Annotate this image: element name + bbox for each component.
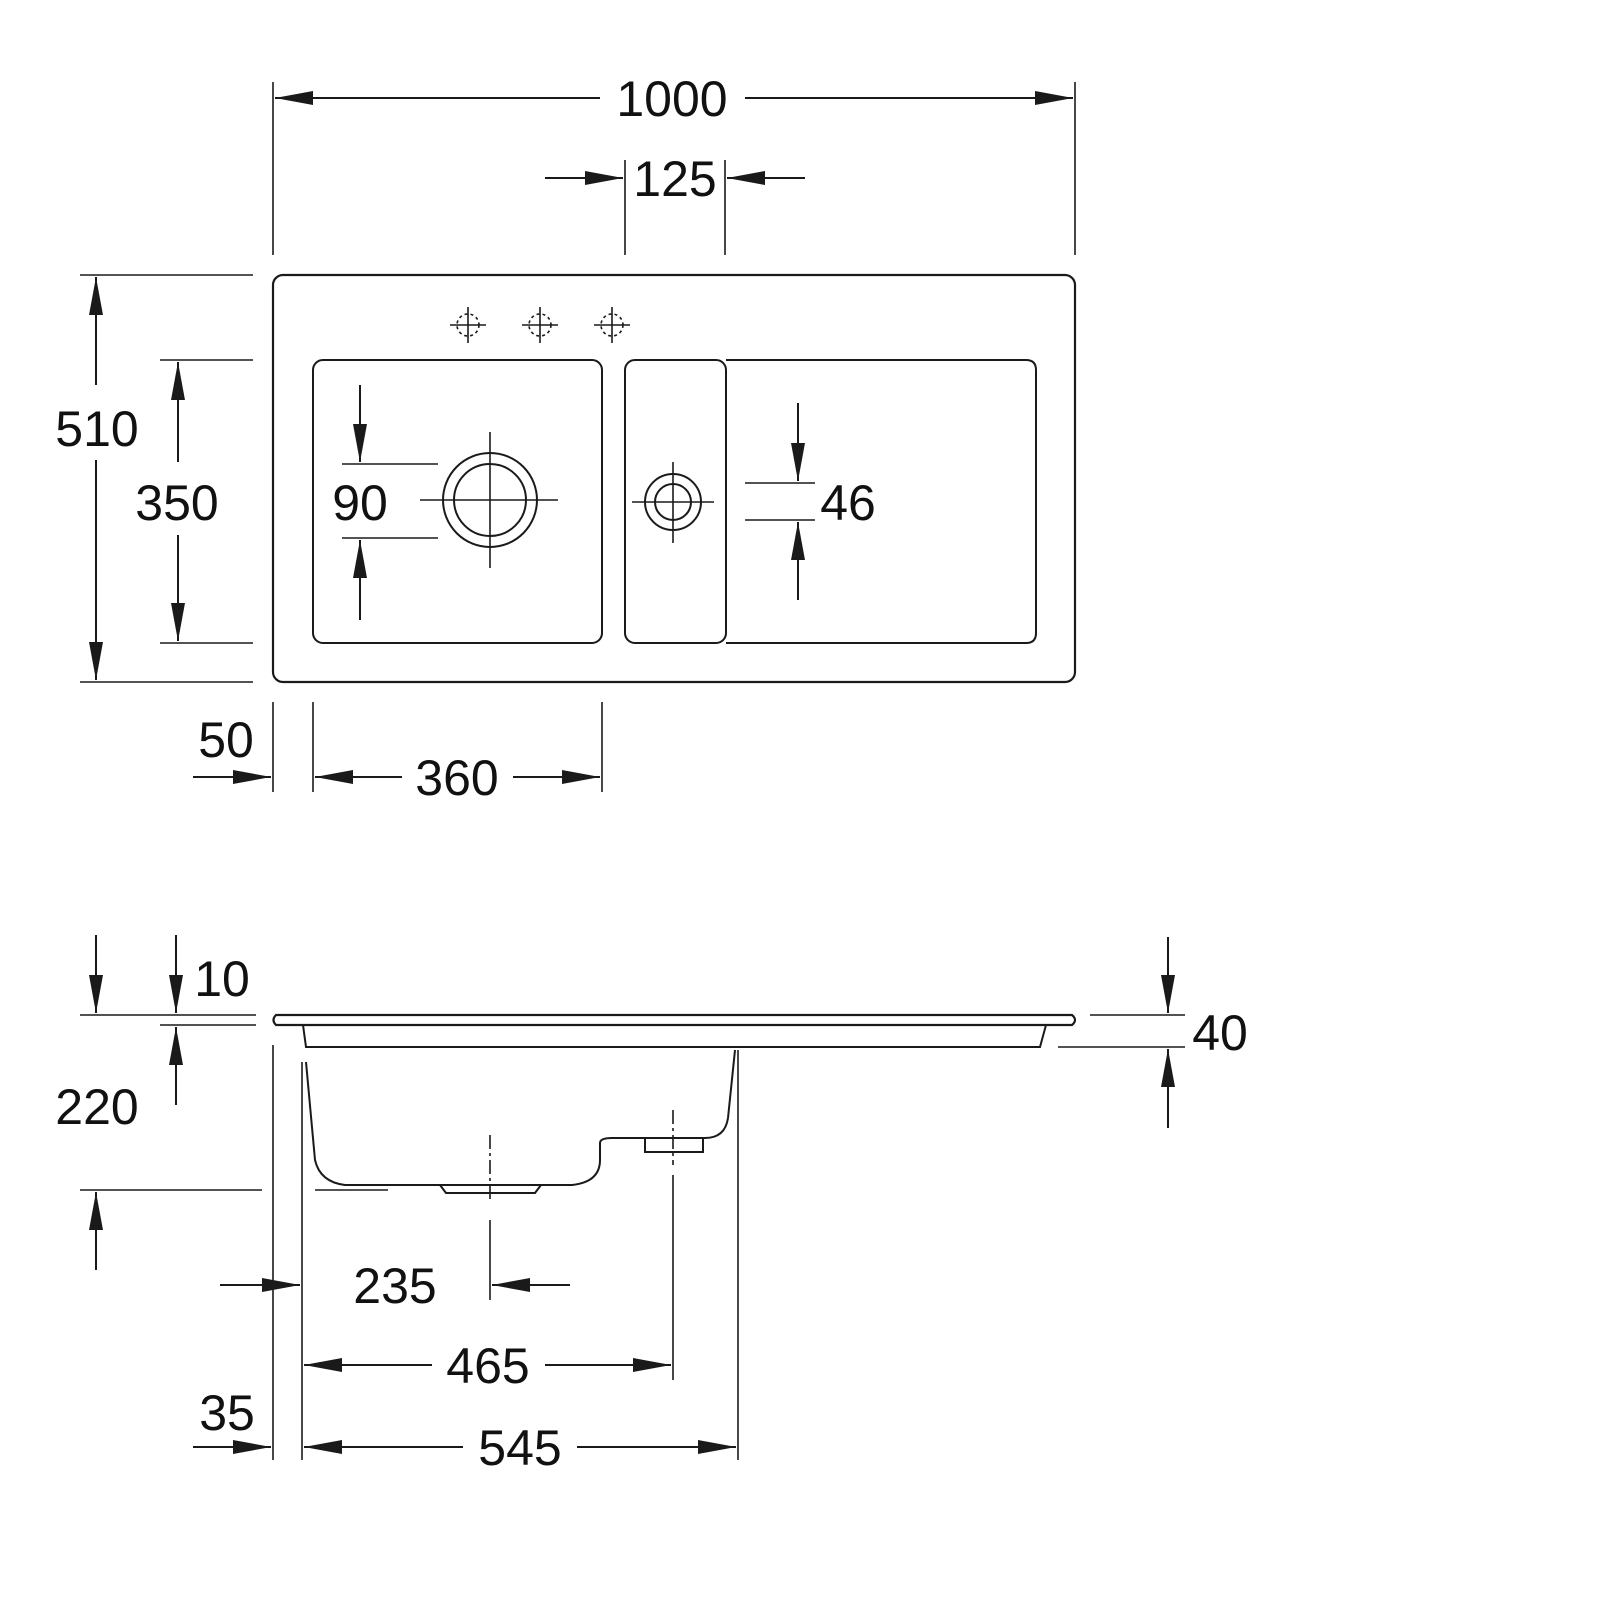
dimension-main-bowl-width: 360 bbox=[315, 702, 603, 806]
section-view: 10 220 40 bbox=[55, 935, 1248, 1476]
dimension-drainer-thickness: 40 bbox=[1058, 937, 1248, 1128]
dimension-second-waste-position: 465 bbox=[304, 1338, 671, 1394]
label-overall-depth: 510 bbox=[55, 401, 138, 457]
label-main-waste-position: 235 bbox=[353, 1258, 436, 1314]
label-tap-spacing: 125 bbox=[633, 151, 716, 207]
label-front-offset: 50 bbox=[198, 712, 254, 768]
dimension-main-waste-position: 235 bbox=[220, 1258, 570, 1314]
center-lines-section bbox=[489, 1110, 674, 1200]
dimension-tap-spacing: 125 bbox=[545, 151, 805, 255]
tap-hole-icon bbox=[593, 306, 631, 344]
dimension-second-waste: 46 bbox=[745, 403, 876, 600]
dimension-bowl-depth: 350 bbox=[135, 359, 253, 644]
dimension-overall-width: 1000 bbox=[272, 71, 1076, 255]
label-bowl-length: 545 bbox=[478, 1420, 561, 1476]
dimension-edge-offset: 35 bbox=[193, 1385, 271, 1454]
label-rim-thickness: 10 bbox=[194, 951, 250, 1007]
label-drainer-thickness: 40 bbox=[1192, 1005, 1248, 1061]
label-second-waste-diameter: 46 bbox=[820, 475, 876, 531]
tap-hole-icon bbox=[521, 306, 559, 344]
label-main-bowl-width: 360 bbox=[415, 750, 498, 806]
sink-outline-plan bbox=[271, 273, 1077, 684]
main-waste-plan bbox=[420, 432, 558, 568]
dimension-main-waste: 90 bbox=[332, 385, 438, 620]
label-bowl-depth: 350 bbox=[135, 475, 218, 531]
dimension-rim-thickness: 10 bbox=[80, 935, 256, 1026]
label-second-waste-position: 465 bbox=[446, 1338, 529, 1394]
plan-view: 1000 125 bbox=[55, 71, 1077, 806]
label-overall-width: 1000 bbox=[616, 71, 727, 127]
dimension-front-offset: 50 bbox=[193, 702, 314, 792]
sink-outline-section bbox=[272, 1013, 1077, 1194]
dimension-bowl-height: 220 bbox=[55, 1027, 388, 1270]
label-bowl-height: 220 bbox=[55, 1079, 138, 1135]
label-main-waste-diameter: 90 bbox=[332, 475, 388, 531]
label-edge-offset: 35 bbox=[199, 1385, 255, 1441]
dimension-bowl-length: 545 bbox=[304, 1420, 736, 1476]
dimension-overall-depth: 510 bbox=[55, 274, 253, 683]
extension-lines-section bbox=[272, 1045, 739, 1460]
tap-holes bbox=[449, 306, 631, 344]
second-waste-plan bbox=[632, 462, 714, 543]
tap-hole-icon bbox=[449, 306, 487, 344]
